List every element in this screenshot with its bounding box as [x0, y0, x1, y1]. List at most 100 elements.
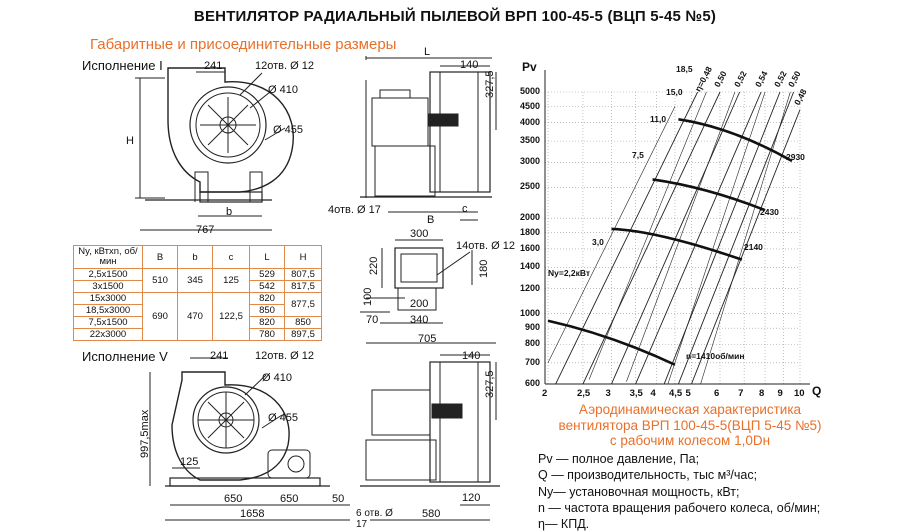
- table-cell: 18,5x3000: [73, 304, 143, 317]
- table-header: Ny, кВтхn, об/мин: [73, 245, 143, 269]
- aero-title-line: с рабочим колесом 1,0Dн: [609, 433, 771, 448]
- table-row: 2,5x1500 510 345 125 529 807,5: [73, 268, 322, 293]
- speed-label: n=1410об/мин: [686, 351, 745, 361]
- dim-241-top: 241: [204, 60, 223, 72]
- efficiency-line: [635, 91, 762, 385]
- y-tick-label: 900: [524, 322, 540, 333]
- table-cell: 820: [249, 316, 285, 329]
- table-header: b: [177, 245, 213, 269]
- dim-140-bot: 140: [462, 350, 481, 362]
- y-tick-label: 1600: [519, 242, 540, 253]
- legend-item: η— КПД.: [538, 517, 590, 532]
- fan-side-view-1: [135, 67, 294, 231]
- aero-title-line: вентилятора ВРП 100-45-5(ВЦП 5-45 №5): [558, 417, 822, 433]
- x-tick-label: 3: [605, 388, 611, 399]
- dimensions-table: Ny, кВтхn, об/мин B b c L H 2,5x1500 510…: [73, 245, 322, 341]
- fan-front-view-5: [360, 342, 500, 521]
- legend-item: Q — производительность, тыс м³/час;: [538, 468, 758, 483]
- legend-item: Pv — полное давление, Па;: [538, 452, 700, 466]
- power-label: 15,0: [666, 87, 683, 97]
- y-tick-label: 700: [524, 356, 540, 367]
- execution-1-label: Исполнение I: [82, 58, 163, 73]
- dim-c: c: [462, 203, 468, 215]
- table-cell: 122,5: [212, 292, 250, 341]
- dim-B: B: [427, 214, 435, 226]
- dim-d410-bot: Ø 410: [262, 372, 292, 384]
- aero-title-line: Аэродинамическая характеристика: [578, 402, 802, 417]
- table-cell: 877,5: [284, 292, 322, 317]
- dim-50: 50: [332, 493, 345, 505]
- power-line: [667, 91, 766, 385]
- power-label: 3,0: [592, 237, 604, 247]
- dim-220: 220: [368, 256, 380, 275]
- dim-241-bot: 241: [210, 350, 229, 362]
- aero-title: Аэродинамическая характеристика вентилят…: [530, 402, 850, 449]
- dim-1658: 1658: [240, 508, 265, 520]
- dim-holes6: 6 отв. Ø 17: [356, 508, 393, 530]
- table-cell: 542: [249, 280, 285, 293]
- dim-327-top: 327,5: [484, 70, 496, 98]
- table-cell: 780: [249, 328, 285, 341]
- speed-curve: [652, 178, 766, 212]
- dim-140-top: 140: [460, 59, 479, 71]
- efficiency-line: [555, 91, 699, 385]
- x-tick-label: 7: [738, 388, 744, 399]
- y-tick-label: 1800: [519, 226, 540, 237]
- y-tick-label: 5000: [519, 86, 540, 96]
- x-tick-label: 9: [777, 388, 783, 399]
- dim-180: 180: [478, 259, 490, 278]
- y-tick-label: 1400: [519, 261, 540, 272]
- legend-item: Ny— установочная мощность, кВт;: [538, 484, 740, 499]
- x-tick-label: 6: [714, 388, 720, 399]
- fan-side-view-5: [149, 357, 350, 521]
- table-row: 3x1500 542 817,5: [73, 280, 322, 293]
- speed-label: 2430: [760, 207, 779, 217]
- table-header: c: [212, 245, 250, 269]
- dimensions-subtitle: Габаритные и присоединительные размеры: [90, 36, 397, 53]
- table-cell: 470: [177, 292, 213, 341]
- speed-curve: [611, 227, 743, 261]
- y-tick-label: 4000: [519, 116, 540, 127]
- power-label: 18,5: [676, 64, 693, 74]
- x-tick-label: 3,5: [629, 388, 643, 399]
- speed-label: 2930: [786, 152, 805, 162]
- dim-340: 340: [410, 314, 429, 326]
- speed-curve: [547, 319, 676, 366]
- y-tick-label: 3000: [519, 156, 540, 167]
- x-tick-label: 4,5: [668, 388, 683, 399]
- power-line: [547, 106, 676, 363]
- dim-d455-bot: Ø 455: [268, 412, 298, 424]
- table-cell: 897,5: [284, 328, 322, 341]
- table-cell: 850: [284, 316, 322, 329]
- dim-300: 300: [410, 228, 429, 240]
- dim-holes17: 4отв. Ø 17: [328, 204, 381, 216]
- dim-580: 580: [422, 508, 441, 520]
- dim-d410-top: Ø 410: [268, 84, 298, 96]
- y-tick-label: 3500: [519, 135, 540, 146]
- dim-L: L: [424, 46, 431, 58]
- efficiency-line: [677, 91, 795, 385]
- fan-front-view-1: [360, 56, 497, 221]
- x-tick-label: 5: [685, 388, 691, 399]
- dim-d455-top: Ø 455: [273, 124, 303, 136]
- dim-200: 200: [410, 298, 429, 310]
- table-cell: 850: [249, 304, 285, 317]
- efficiency-line: [582, 91, 721, 385]
- legend: Pv — полное давление, Па; Q — производит…: [538, 451, 820, 532]
- table-cell: 807,5: [284, 268, 322, 281]
- efficiency-line: [611, 91, 741, 385]
- table-cell: 2,5x1500: [73, 268, 143, 281]
- table-row: 22x3000 780 897,5: [73, 328, 322, 341]
- chart-xlabel: Q: [812, 384, 822, 398]
- table-cell: 817,5: [284, 280, 322, 293]
- dim-767: 767: [196, 224, 215, 236]
- table-cell: 125: [212, 268, 250, 293]
- table-cell: 529: [249, 268, 285, 281]
- x-tick-label: 10: [794, 388, 805, 399]
- speed-label: 2140: [744, 242, 763, 252]
- table-cell: 7,5x1500: [73, 316, 143, 329]
- legend-item: n — частота вращения рабочего колеса, об…: [538, 500, 821, 515]
- power-label: Ny=2,2кВт: [548, 268, 591, 278]
- dim-650a: 650: [224, 493, 243, 505]
